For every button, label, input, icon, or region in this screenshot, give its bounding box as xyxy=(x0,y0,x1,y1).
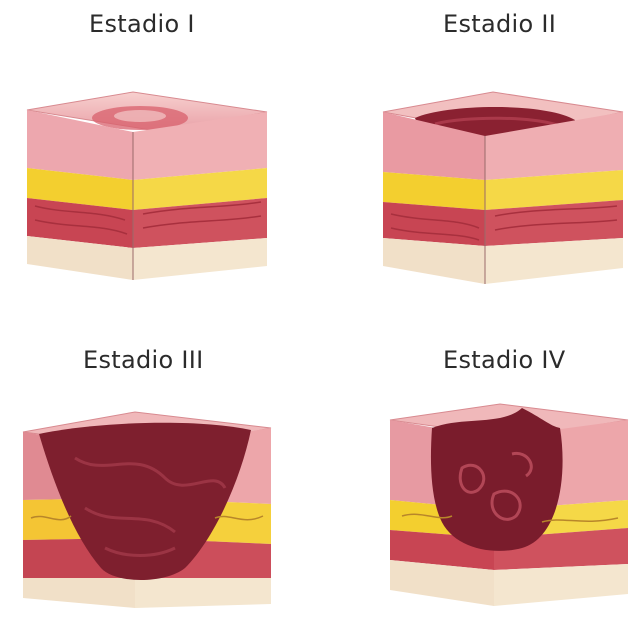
stage-1-illustration xyxy=(15,88,280,293)
stage-2-label: Estadio II xyxy=(443,10,556,38)
wound-bed xyxy=(431,408,563,551)
stage-3-illustration xyxy=(15,408,280,613)
stage-1-label: Estadio I xyxy=(89,10,195,38)
stage-4-illustration xyxy=(382,398,634,613)
stage-4-label: Estadio IV xyxy=(443,346,566,374)
stage-2-illustration xyxy=(375,88,630,293)
bone-left xyxy=(23,578,135,608)
bone-right xyxy=(135,578,271,608)
bone-right xyxy=(485,238,623,284)
stage-3-label: Estadio III xyxy=(83,346,204,374)
bone-right xyxy=(494,564,628,606)
bone-left xyxy=(383,238,485,284)
